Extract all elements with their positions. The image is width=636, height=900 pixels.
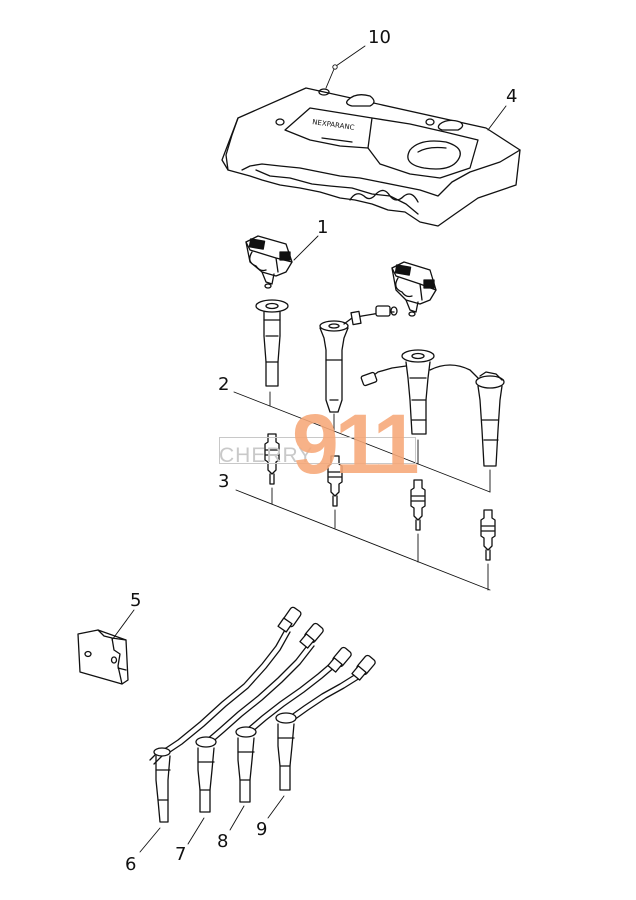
plug-boot-3 <box>360 349 435 435</box>
bracket <box>77 629 129 685</box>
callout-8: 8 <box>217 831 229 852</box>
callout-9: 9 <box>256 819 268 840</box>
watermark-small-text: CHERRY <box>219 444 314 467</box>
watermark-box <box>219 437 416 464</box>
spark-plug-4 <box>480 509 496 561</box>
spark-plug-2 <box>327 455 343 507</box>
callout-10: 10 <box>368 27 391 48</box>
watermark-big-text: 911 <box>292 397 420 491</box>
ignition-lead-9 <box>275 654 376 791</box>
callout-2: 2 <box>218 374 230 395</box>
callout-3: 3 <box>218 471 230 492</box>
plug-boot-1 <box>255 299 289 387</box>
callout-6: 6 <box>125 854 137 875</box>
engine-cover: NEXPARANC <box>221 87 521 227</box>
ignition-lead-7 <box>195 622 324 813</box>
spark-plug-1 <box>264 433 280 485</box>
ignition-coil-left <box>245 235 293 289</box>
callout-7: 7 <box>175 844 187 865</box>
callout-1: 1 <box>317 217 329 238</box>
leader-lines <box>111 45 507 853</box>
ignition-lead-8 <box>235 646 352 803</box>
plug-boot-2 <box>319 305 398 413</box>
ignition-lead-6 <box>149 606 302 823</box>
callout-5: 5 <box>130 590 142 611</box>
plug-boot-4 <box>429 364 505 467</box>
ignition-coil-right <box>391 261 437 317</box>
callout-4: 4 <box>506 86 518 107</box>
spark-plug-3 <box>410 479 426 531</box>
